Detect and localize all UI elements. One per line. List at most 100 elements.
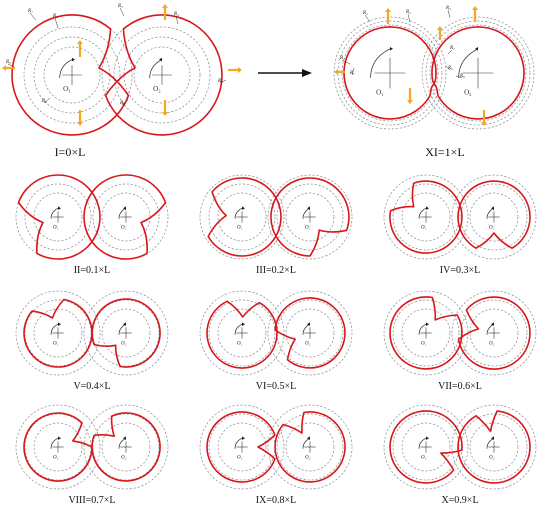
stage-5-rotor-profile-1 [206, 300, 278, 369]
stage-8-rotor-profile-2 [274, 411, 346, 483]
stage-6-center-label-2: O₂ [489, 342, 495, 347]
stage-caption-1: II=0.1×L [74, 265, 111, 276]
stage-5-rotation-arrowhead-2 [307, 322, 310, 326]
top-right-caption: XI=1×L [425, 145, 465, 159]
top-right-guide-circle-1 [341, 24, 439, 122]
top-right-radius-label-4: R₄ [445, 6, 451, 11]
stage-2-guide-circle-1 [199, 174, 285, 260]
top-right-center-label-2: O₂ [464, 88, 472, 96]
stage-1-guide-circle-1 [33, 192, 83, 242]
stage-8-rotation-arrowhead-2 [307, 436, 310, 440]
top-left-radius-label-4: R₄ [173, 12, 179, 17]
stage-9-guide-circle-1 [401, 422, 451, 472]
top-left-rotation-arrow-2 [149, 59, 163, 79]
top-right-radius-label-5: R₅ [449, 46, 455, 51]
stage-3-center-label-2: O₂ [489, 226, 495, 231]
top-right-guide-circle-1 [333, 16, 447, 130]
stage-7-guide-circle-1 [15, 404, 101, 490]
stage-7-guide-circle-2 [92, 413, 160, 481]
stage-1-guide-circle-2 [92, 183, 160, 251]
stage-9-rotation-arrow-1 [418, 437, 427, 449]
stage-2-rotor-profile-2 [270, 177, 350, 257]
stage-9-guide-circle-2 [451, 404, 537, 490]
stage-9-rotor-profile-2 [457, 410, 531, 484]
top-right-force-arrow-1-head [385, 8, 391, 12]
stage-4-guide-circle-2 [101, 308, 151, 358]
top-right-guide-circle-2 [429, 24, 527, 122]
stage-8-guide-circle-2 [267, 404, 353, 490]
stage-7-rotor-profile-2 [91, 412, 161, 482]
top-left-radius-leader-8 [121, 99, 129, 106]
stage-8-rotation-arrowhead-1 [242, 436, 245, 440]
top-right-radius-label-1: R₁ [339, 56, 345, 61]
top-right-radius-label-6: R₆ [447, 66, 453, 71]
stage-caption-8: IX=0.8×L [256, 495, 296, 506]
stage-7-rotor-profile-1 [23, 412, 93, 482]
stage-1-guide-circle-1 [24, 183, 92, 251]
top-left-radius-leader-7 [219, 79, 227, 84]
top-right-radius-leader-7 [351, 67, 355, 76]
stage-caption-6: VII=0.6×L [438, 381, 482, 392]
top-left-guide-circle-1 [23, 26, 121, 124]
top-left-force-arrow-4-head [162, 112, 168, 116]
stage-2-guide-circle-2 [267, 174, 353, 260]
stage-2-guide-circle-2 [285, 192, 335, 242]
top-right-rotor-profile-1 [343, 26, 437, 120]
stage-9-rotor-profile-1 [389, 410, 463, 484]
stage-5-center-label-2: O₂ [305, 342, 311, 347]
stage-1-rotation-arrowhead-1 [58, 206, 61, 210]
stage-2-guide-circle-1 [217, 192, 267, 242]
stage-9-rotation-arrowhead-1 [426, 436, 429, 440]
stage-5-guide-circle-2 [267, 290, 353, 376]
stage-8-guide-circle-2 [285, 422, 335, 472]
top-left-rotor-profile-1 [11, 14, 130, 136]
stage-6-guide-circle-1 [392, 299, 460, 367]
stage-7-rotation-arrowhead-2 [123, 436, 126, 440]
stage-6-guide-circle-2 [451, 290, 537, 376]
top-left-radius-leader-2 [54, 17, 59, 29]
stage-1-rotation-arrowhead-2 [123, 206, 126, 210]
stage-6-rotation-arrowhead-1 [426, 322, 429, 326]
stage-5-guide-circle-1 [217, 308, 267, 358]
stage-8-rotor-profile-1 [206, 411, 276, 483]
stage-3-guide-circle-2 [469, 192, 519, 242]
stage-3-guide-circle-1 [401, 192, 451, 242]
stage-4-guide-circle-2 [92, 299, 160, 367]
top-right-radius-label-2: R₂ [362, 11, 368, 16]
stage-3-guide-circle-2 [451, 174, 537, 260]
stage-5-guide-circle-1 [199, 290, 285, 376]
top-left-force-arrow-6-head [2, 65, 6, 71]
top-left-radius-label-3: R₃ [117, 4, 123, 9]
stage-6-rotor-profile-2 [457, 296, 531, 370]
stage-6-rotation-arrowhead-2 [491, 322, 494, 326]
stage-3-rotor-profile-2 [457, 180, 531, 249]
stage-3-rotation-arrow-1 [418, 207, 427, 219]
stage-7-rotation-arrow-1 [50, 437, 59, 449]
top-left-force-arrow-2-head [162, 4, 168, 8]
stage-7-center-label-1: O₁ [53, 456, 59, 461]
top-left-rotation-arrow-1 [59, 59, 73, 79]
stage-5-guide-circle-2 [276, 299, 344, 367]
top-left-radius-leader-3 [119, 7, 125, 17]
stage-4-rotation-arrowhead-2 [123, 322, 126, 326]
top-right-guide-circle-1 [337, 20, 443, 126]
stage-9-guide-circle-2 [460, 413, 528, 481]
stage-caption-4: V=0.4×L [73, 381, 110, 392]
stage-5-guide-circle-1 [208, 299, 276, 367]
top-left-radius-label-6: R₆ [41, 99, 47, 104]
top-left-guide-circle-2 [113, 26, 211, 124]
top-left-radius-label-7: R₇ [217, 79, 223, 84]
stage-8-guide-circle-1 [217, 422, 267, 472]
stage-3-rotation-arrowhead-1 [426, 206, 429, 210]
stage-1-rotor-profile-1 [17, 174, 101, 260]
top-left-rotor-profile-2 [104, 14, 223, 136]
top-right-center-label-1: O₁ [376, 88, 384, 96]
top-left-radius-leader-5 [7, 63, 15, 68]
stage-7-guide-circle-2 [101, 422, 151, 472]
top-left-radius-label-1: R₁ [27, 9, 33, 14]
top-right-radius-leader-2 [364, 14, 371, 23]
